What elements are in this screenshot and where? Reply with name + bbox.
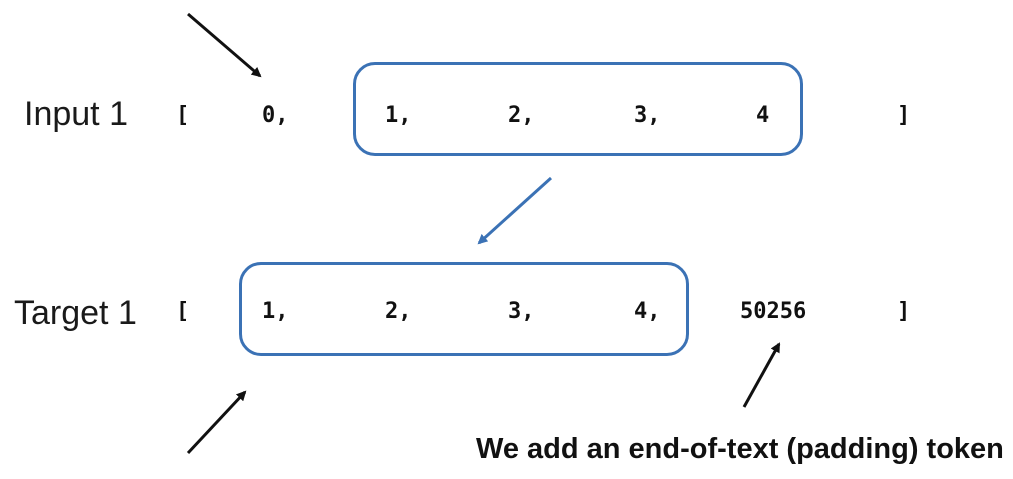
input-token-4: 4: [756, 103, 770, 128]
target-row-label: Target 1: [14, 294, 137, 332]
target-token-2: 3,: [508, 299, 535, 324]
padding-token-arrow: [742, 342, 781, 408]
input-token-0: 0,: [262, 103, 289, 128]
input-token-3: 3,: [634, 103, 661, 128]
shift-arrow: [477, 176, 553, 245]
input-row-label: Input 1: [24, 95, 128, 133]
target-highlight-box: [239, 262, 689, 356]
padding-annotation: We add an end-of-text (padding) token: [476, 433, 1004, 465]
target-token-4: 50256: [740, 299, 807, 324]
target-token-1: 2,: [385, 299, 412, 324]
target-token-0: 1,: [262, 299, 289, 324]
target-pointer-arrow: [186, 390, 247, 455]
input-highlight-box: [353, 62, 803, 156]
input-token-2: 2,: [508, 103, 535, 128]
input-close-bracket: ]: [897, 103, 911, 128]
input-open-bracket: [: [176, 103, 190, 128]
input-token-1: 1,: [385, 103, 412, 128]
target-close-bracket: ]: [897, 299, 911, 324]
target-token-3: 4,: [634, 299, 661, 324]
target-open-bracket: [: [176, 299, 190, 324]
input-pointer-arrow: [187, 12, 262, 78]
